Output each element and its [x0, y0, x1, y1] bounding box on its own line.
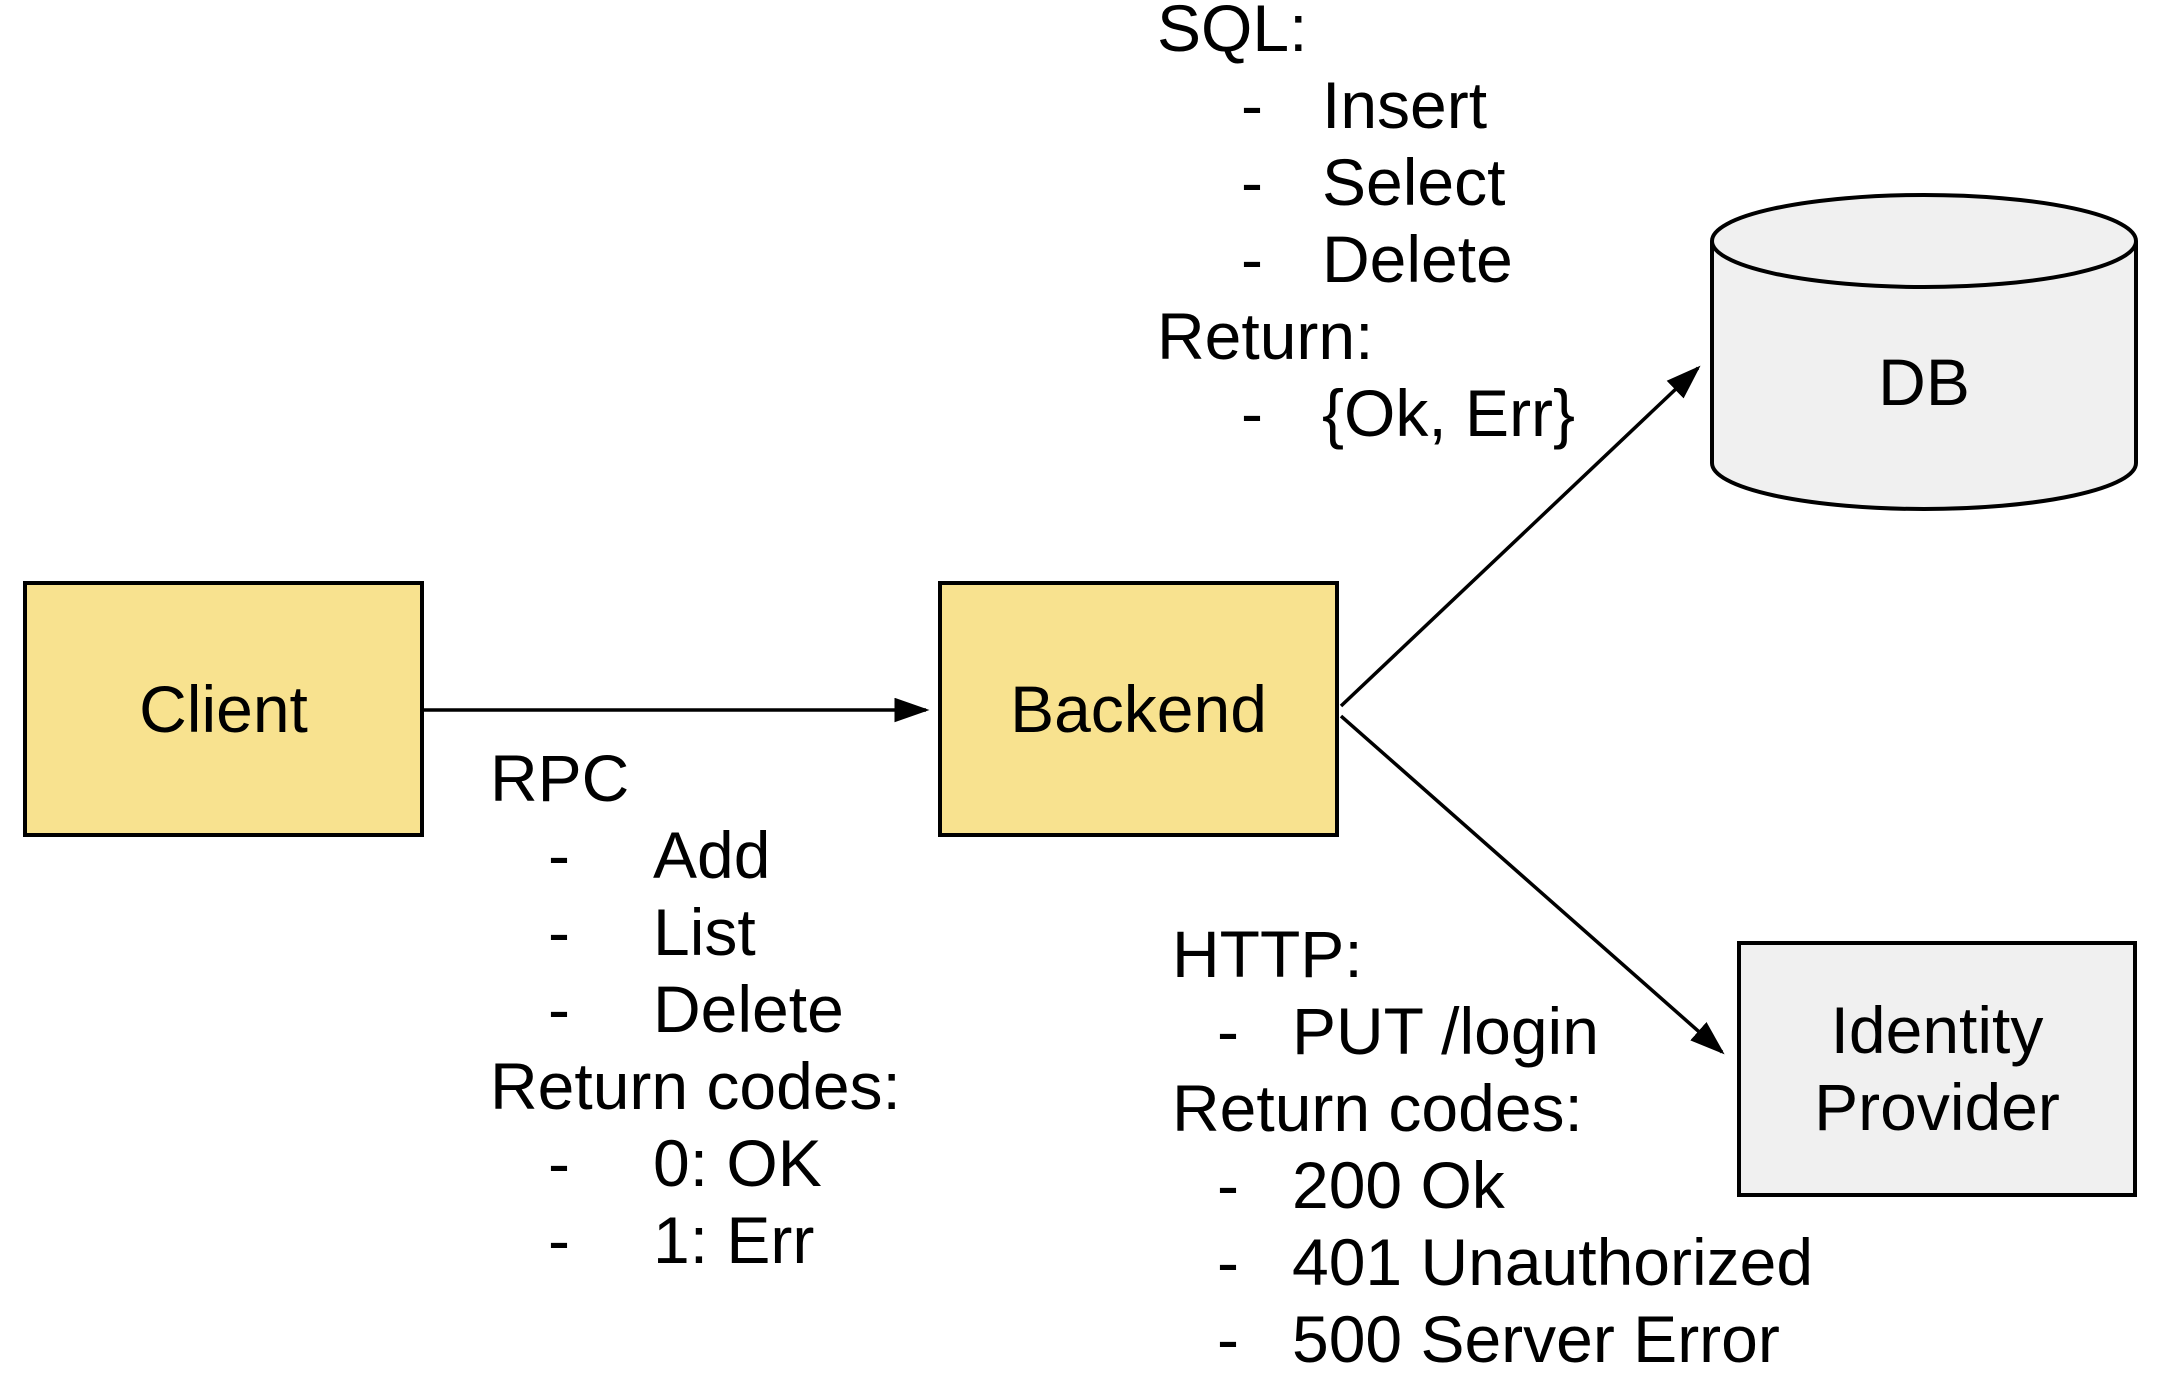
bullet-dash: -	[548, 1203, 570, 1277]
identity-provider-node: Identity Provider	[1737, 941, 2137, 1197]
bullet-dash: -	[548, 1126, 570, 1200]
bullet-dash: -	[1241, 376, 1263, 450]
client-node-label: Client	[139, 671, 308, 746]
bullet-dash: -	[1217, 1148, 1239, 1222]
bullet-dash: -	[548, 895, 570, 969]
db-cylinder-shape	[1710, 193, 2138, 511]
backend-node: Backend	[938, 581, 1339, 837]
bullet-dash: -	[1241, 68, 1263, 142]
bullet-dash: -	[1217, 1225, 1239, 1299]
backend-node-label: Backend	[1010, 671, 1267, 746]
bullet-dash: -	[548, 818, 570, 892]
bullet-dash: -	[1217, 994, 1239, 1068]
bullet-dash: -	[548, 972, 570, 1046]
bullet-dash: -	[1217, 1302, 1239, 1376]
bullet-dash: -	[1241, 145, 1263, 219]
client-node: Client	[23, 581, 424, 837]
backend-to-db-arrow	[1339, 365, 1701, 708]
db-node-label: DB	[1878, 345, 1970, 419]
bullet-dash: -	[1241, 222, 1263, 296]
backend-to-idp-arrow	[1339, 714, 1725, 1055]
db-node: DB	[1709, 192, 2139, 512]
identity-provider-node-label: Identity Provider	[1814, 993, 2060, 1144]
